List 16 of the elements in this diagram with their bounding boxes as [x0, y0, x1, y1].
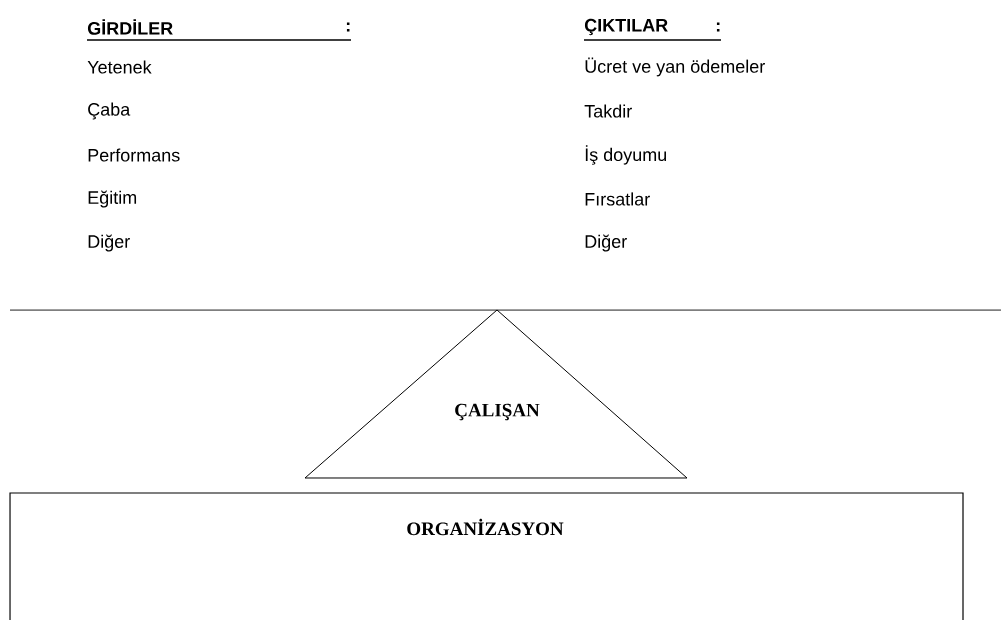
- list-item: İş doyumu: [585, 145, 667, 165]
- organization-box: ORGANİZASYON: [9, 492, 964, 620]
- list-item: Fırsatlar: [585, 192, 650, 206]
- heading: ÇIKTILAR: [584, 18, 668, 36]
- list-item: Diğer: [88, 234, 130, 252]
- list-item: Eğitim: [88, 190, 137, 208]
- list-item: Takdir: [584, 104, 632, 118]
- heading: GİRDİLER: [87, 19, 173, 35]
- list-item: Diğer: [585, 234, 627, 252]
- heading: :: [716, 22, 720, 32]
- heading: :: [346, 22, 350, 32]
- list-item: Performans: [88, 148, 180, 162]
- triangle: ÇALIŞAN: [304, 309, 688, 479]
- list-item: Ücret ve yan ödemeler: [585, 57, 765, 77]
- list-item: Çaba: [88, 102, 131, 120]
- list-item: Yetenek: [87, 60, 152, 74]
